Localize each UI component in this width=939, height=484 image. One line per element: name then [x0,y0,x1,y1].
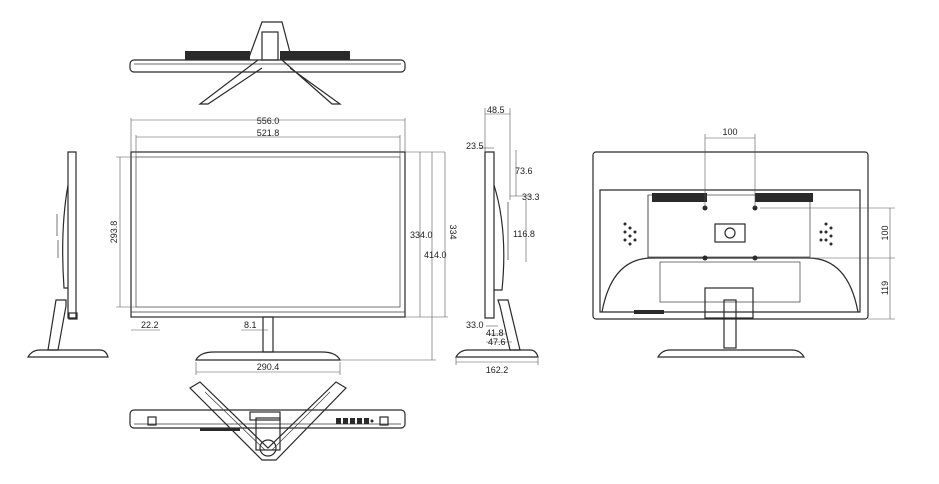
dim-side-offset: 23.5 [466,141,484,151]
left-side-view [26,151,109,358]
dim-side-47: 47.6 [488,337,506,347]
dim-side-73: 73.6 [515,166,533,176]
dim-base-width: 290.4 [257,362,280,372]
right-speaker-grille [819,222,833,246]
rear-view [592,134,895,358]
dim-overall-width: 556.0 [257,116,280,126]
dim-vesa-bottom: 119 [880,281,890,295]
dim-bottom-bezel: 22.2 [141,320,159,330]
dim-side-depth-top: 48.5 [487,105,505,115]
dim-side-41: 41.8 [486,328,504,338]
dim-overall-height: 414.0 [424,250,447,260]
left-speaker-grille [623,222,637,246]
dim-panel-height: 293.8 [109,221,119,244]
bottom-view [129,381,406,461]
right-side-view [454,108,539,365]
front-view [116,118,448,375]
dim-side-33: 33.3 [522,192,540,202]
dim-panel-width: 521.8 [257,128,280,138]
dim-neck-gap: 8.1 [244,320,257,330]
dim-side-116: 116.8 [513,229,535,239]
dim-side-bottom-33: 33.0 [466,320,484,330]
dim-right-height: 334 [448,224,458,239]
dim-vesa-horizontal: 100 [722,127,737,137]
dim-height-to-panel-top: 334.0 [410,230,433,240]
control-buttons [336,418,374,424]
top-view [129,21,406,105]
dim-base-depth: 162.2 [486,365,509,375]
dim-vesa-vertical: 100 [880,225,890,240]
